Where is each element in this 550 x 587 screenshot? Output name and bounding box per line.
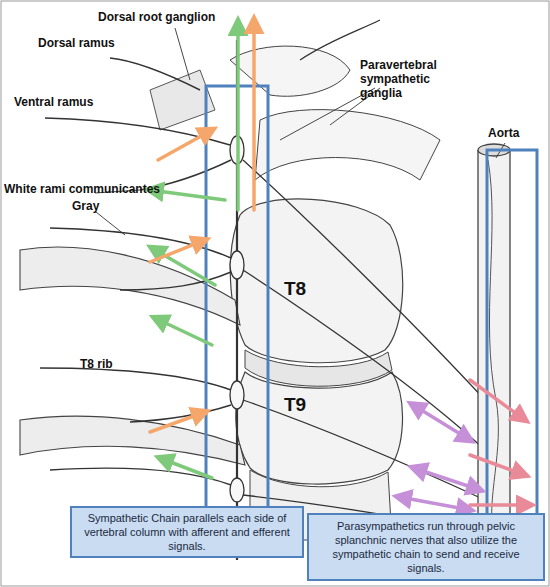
text-box: Parasympathetics run through pelvic spla… xyxy=(307,513,545,581)
anatomy-label: T8 xyxy=(284,278,306,299)
intercostal-nerve xyxy=(40,368,231,390)
anatomy-label: Gray xyxy=(72,199,99,213)
aorta-wall xyxy=(478,150,510,540)
anatomy-label: Paravertebral sympathetic ganglia xyxy=(360,58,460,100)
rib xyxy=(20,416,245,465)
nerve-branch xyxy=(300,20,380,60)
anatomy-label: Dorsal root ganglion xyxy=(98,10,215,24)
splanchnic-nerve xyxy=(243,270,485,450)
text-stack: Sympathetic Chain parallels each side of… xyxy=(78,511,296,553)
splanchnic-nerves xyxy=(243,20,485,535)
signal-arrow xyxy=(470,380,525,420)
aortic-plexus xyxy=(488,160,498,540)
efferent-arrow xyxy=(158,130,212,160)
afferent-arrow xyxy=(155,318,212,345)
sympathetic-ganglion xyxy=(230,381,244,409)
text-box: Sympathetic Chain parallels each side of… xyxy=(70,506,304,558)
gray-ramus xyxy=(120,272,231,290)
dorsal-ramus xyxy=(110,58,200,90)
afferent-arrow xyxy=(236,22,240,210)
highlight-column xyxy=(487,150,537,530)
anatomy-label: Ventral ramus xyxy=(14,95,93,109)
box-text: Parasympathetics run through pelvic spla… xyxy=(315,519,537,575)
efferent-arrow xyxy=(252,20,256,210)
signal-arrow xyxy=(470,503,530,507)
rami-nerves xyxy=(40,58,231,485)
efferent-arrow xyxy=(150,240,205,262)
signal-arrows xyxy=(150,20,530,510)
leader-line xyxy=(175,28,190,80)
sympathetic-ganglion xyxy=(230,251,244,279)
vertebra-upper xyxy=(255,110,440,180)
bidirectional-arrow xyxy=(420,470,480,490)
intercostal-nerve xyxy=(50,228,231,258)
splanchnic-nerve xyxy=(243,400,485,500)
bidirectional-arrow xyxy=(418,408,470,440)
signal-arrow xyxy=(470,455,525,475)
box-text: Sympathetic Chain parallels each side of… xyxy=(78,511,296,553)
sympathetic-ganglion xyxy=(230,478,244,502)
vertebral-body xyxy=(230,199,402,363)
text-stack: Parasympathetics run through pelvic spla… xyxy=(315,519,537,575)
leader-lines xyxy=(95,28,505,235)
anatomy-label: Aorta xyxy=(488,126,519,140)
anatomy-label: Dorsal ramus xyxy=(38,36,115,50)
afferent-arrow xyxy=(152,248,215,285)
anatomy-label: T8 rib xyxy=(80,357,113,371)
splanchnic-nerve xyxy=(243,160,485,400)
vertebral-process xyxy=(230,46,350,96)
anatomy-label: White rami communicantes xyxy=(4,182,160,196)
efferent-arrow xyxy=(150,412,205,432)
anatomy-label: T9 xyxy=(284,394,306,415)
afferent-arrow xyxy=(150,190,225,200)
ventral-ramus xyxy=(45,118,230,145)
bidirectional-arrow xyxy=(405,498,470,510)
leader-line xyxy=(96,212,125,235)
afferent-arrow xyxy=(160,458,212,478)
